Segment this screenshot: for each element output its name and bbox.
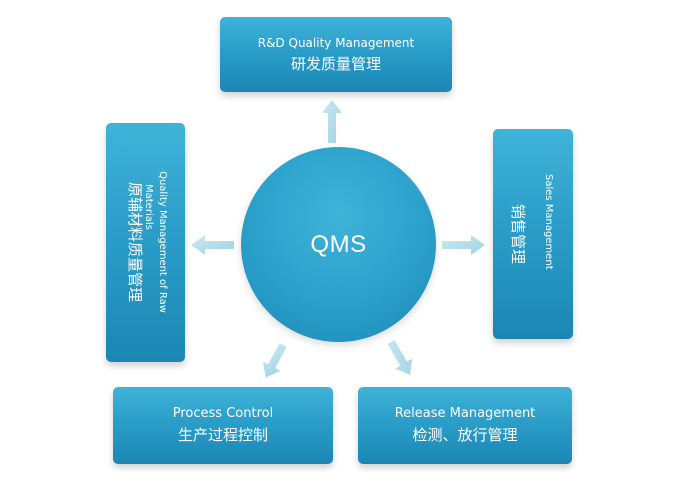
release-management-box: Release Management 检测、放行管理	[358, 387, 572, 464]
arrow-left-icon	[191, 235, 234, 255]
release-management-en-label: Release Management	[394, 406, 536, 421]
rd-quality-box: R&D Quality Management 研发质量管理	[220, 17, 452, 92]
raw-materials-en-line2: Materials	[143, 184, 154, 230]
rd-quality-en-label: R&D Quality Management	[257, 36, 415, 50]
raw-materials-box: 原辅材料质量管理 Quality Management of Raw Mater…	[106, 123, 185, 362]
arrow-down-right-icon	[387, 340, 413, 375]
sales-management-en-label: Sales Management	[543, 174, 554, 270]
qms-center-label: QMS	[310, 230, 367, 258]
arrow-up-icon	[322, 100, 342, 143]
process-control-box: Process Control 生产过程控制	[113, 387, 333, 464]
sales-management-box: 销售管理 Sales Management	[493, 129, 573, 339]
raw-materials-en-line1: Quality Management of Raw	[157, 171, 168, 313]
process-control-en-label: Process Control	[172, 406, 274, 421]
process-control-zh-label: 生产过程控制	[177, 426, 268, 444]
sales-management-zh-label: 销售管理	[509, 203, 527, 264]
rd-quality-zh-label: 研发质量管理	[290, 55, 381, 73]
release-management-zh-label: 检测、放行管理	[412, 426, 518, 444]
arrow-right-icon	[442, 235, 485, 255]
arrow-down-left-icon	[262, 343, 287, 378]
qms-center-circle: QMS	[241, 147, 436, 342]
